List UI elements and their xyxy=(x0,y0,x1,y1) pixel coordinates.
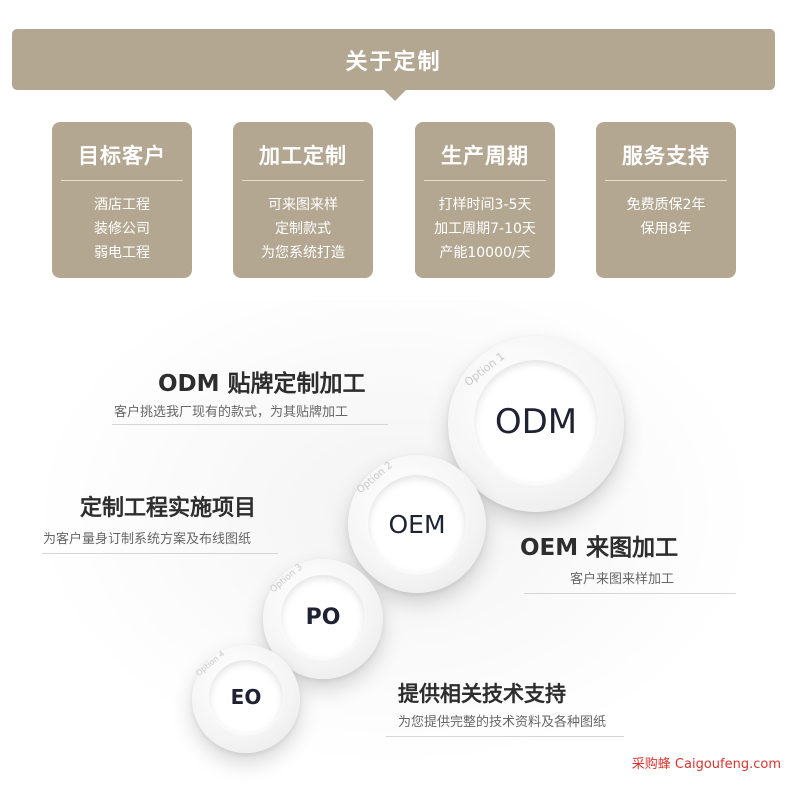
card-line: 保用8年 xyxy=(640,221,692,237)
card-line: 弱电工程 xyxy=(94,245,150,261)
option-4-code: EO xyxy=(230,685,262,709)
oem-subtitle: 客户来图来样加工 xyxy=(570,572,675,587)
card-custom-processing: 加工定制 可来图来样 定制款式 为您系统打造 xyxy=(233,122,373,278)
option-4-inner: EO xyxy=(209,660,283,734)
card-line: 加工周期7-10天 xyxy=(434,221,536,237)
card-title: 目标客户 xyxy=(78,144,166,168)
option-2-circle: OEM Option 2 xyxy=(348,455,486,593)
card-divider xyxy=(605,180,727,181)
card-title: 服务支持 xyxy=(622,144,710,168)
banner-title: 关于定制 xyxy=(345,49,442,75)
card-line: 定制款式 xyxy=(275,221,331,237)
tech-subtitle: 为您提供完整的技术资料及各种图纸 xyxy=(398,715,607,730)
card-line: 打样时间3-5天 xyxy=(438,197,532,213)
oem-heading: OEM 来图加工 xyxy=(520,535,679,561)
odm-underline xyxy=(112,424,388,425)
oem-underline xyxy=(524,593,736,594)
option-1-circle: ODM Option 1 xyxy=(448,336,624,512)
card-target-customers: 目标客户 酒店工程 装修公司 弱电工程 xyxy=(52,122,192,278)
tech-underline xyxy=(386,736,624,737)
card-divider xyxy=(242,180,364,181)
card-line: 为您系统打造 xyxy=(261,245,345,261)
tech-heading: 提供相关技术支持 xyxy=(398,682,566,706)
banner-pointer xyxy=(383,89,407,101)
option-3-code: PO xyxy=(305,604,341,630)
card-line: 酒店工程 xyxy=(94,197,150,213)
option-3-inner: PO xyxy=(281,575,365,659)
card-production-cycle: 生产周期 打样时间3-5天 加工周期7-10天 产能10000/天 xyxy=(415,122,555,278)
card-line: 免费质保2年 xyxy=(626,197,706,213)
project-subtitle: 为客户量身订制系统方案及布线图纸 xyxy=(43,532,252,547)
card-divider xyxy=(61,180,183,181)
card-line: 可来图来样 xyxy=(268,197,338,213)
odm-subtitle: 客户挑选我厂现有的款式，为其贴牌加工 xyxy=(114,405,349,420)
project-underline xyxy=(42,553,278,554)
option-2-inner: OEM xyxy=(368,475,466,573)
card-divider xyxy=(424,180,546,181)
card-line: 产能10000/天 xyxy=(439,245,531,261)
card-title: 生产周期 xyxy=(441,144,529,168)
option-4-circle: EO Option 4 xyxy=(192,645,300,753)
option-1-inner: ODM xyxy=(474,360,598,484)
option-2-code: OEM xyxy=(388,509,446,539)
odm-heading: ODM 贴牌定制加工 xyxy=(158,371,366,397)
option-1-code: ODM xyxy=(494,402,578,442)
card-service-support: 服务支持 免费质保2年 保用8年 xyxy=(596,122,736,278)
about-custom-banner: 关于定制 xyxy=(12,29,775,90)
card-line: 装修公司 xyxy=(94,221,150,237)
card-title: 加工定制 xyxy=(259,144,347,168)
caigoufeng-watermark: 采购蜂 Caigoufeng.com xyxy=(631,757,781,772)
project-heading: 定制工程实施项目 xyxy=(80,496,257,521)
